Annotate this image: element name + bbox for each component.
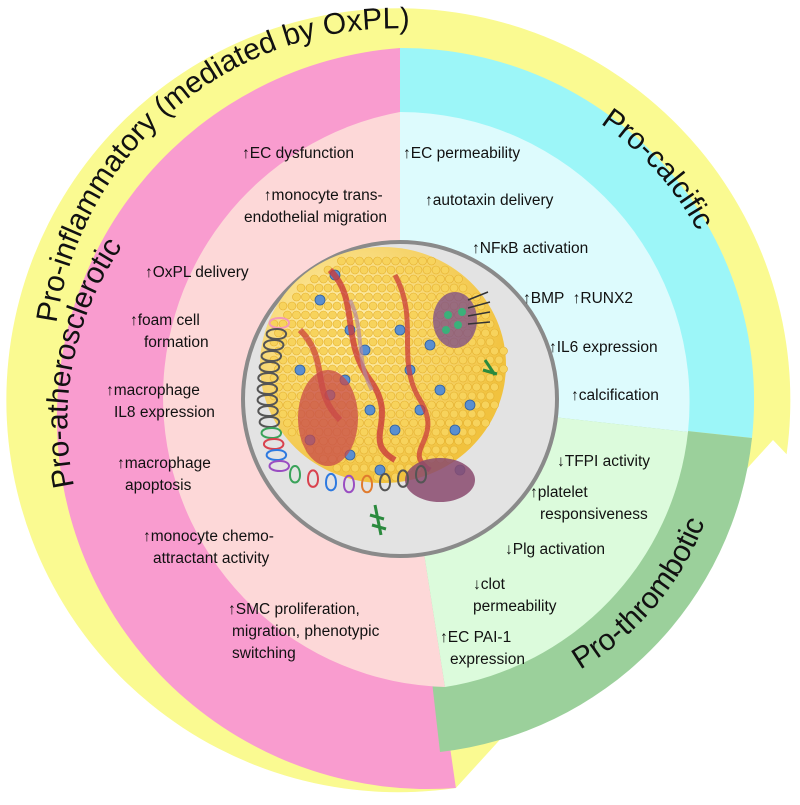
lpa-particle-illustration — [241, 240, 559, 558]
pro-atherosclerotic-items: ↑EC dysfunction ↑monocyte trans- endothe… — [106, 145, 387, 662]
calc-item-ec-permeability: ↑EC permeability — [403, 145, 520, 162]
apo-a-kringle-coils — [256, 317, 428, 494]
ather-item-ec-dysfunction: ↑EC dysfunction — [242, 145, 354, 162]
thromb-item-platelet: ↑platelet responsiveness — [530, 484, 648, 523]
kringle-domain — [405, 458, 475, 502]
calc-item-autotaxin: ↑autotaxin delivery — [425, 192, 554, 209]
calc-item-bmp-runx2: ↑BMP ↑RUNX2 — [523, 290, 655, 307]
thromb-item-ec-pai1: ↑EC PAI-1 expression — [440, 629, 525, 668]
ather-item-foam-cell: ↑foam cell formation — [130, 312, 209, 351]
pro-thrombotic-items: ↓TFPI activity ↑platelet responsiveness … — [440, 453, 650, 668]
phospholipid-patch — [433, 291, 491, 348]
ather-item-monocyte-migration: ↑monocyte trans- endothelial migration — [244, 187, 387, 226]
calc-item-il6: ↑IL6 expression — [549, 339, 658, 356]
thromb-item-clot: ↓clot permeability — [473, 576, 557, 615]
ather-item-smc-proliferation: ↑SMC proliferation, migration, phenotypi… — [228, 601, 384, 662]
ather-item-monocyte-chemoattractant: ↑monocyte chemo- attractant activity — [143, 528, 278, 567]
ather-item-oxpl-delivery: ↑OxPL delivery — [145, 264, 249, 281]
calc-item-nfkb: ↑NFκB activation — [472, 240, 588, 257]
ather-item-macrophage-apoptosis: ↑macrophage apoptosis — [117, 455, 215, 494]
thromb-item-tfpi: ↓TFPI activity — [557, 453, 650, 470]
apob-domain — [298, 370, 358, 466]
ather-item-macrophage-il8: ↑macrophage IL8 expression — [106, 382, 215, 421]
thromb-item-plg: ↓Plg activation — [505, 541, 605, 558]
pro-calcific-items: ↑EC permeability ↑autotaxin delivery ↑NF… — [403, 145, 659, 404]
calc-item-calcification: ↑calcification — [571, 387, 659, 404]
